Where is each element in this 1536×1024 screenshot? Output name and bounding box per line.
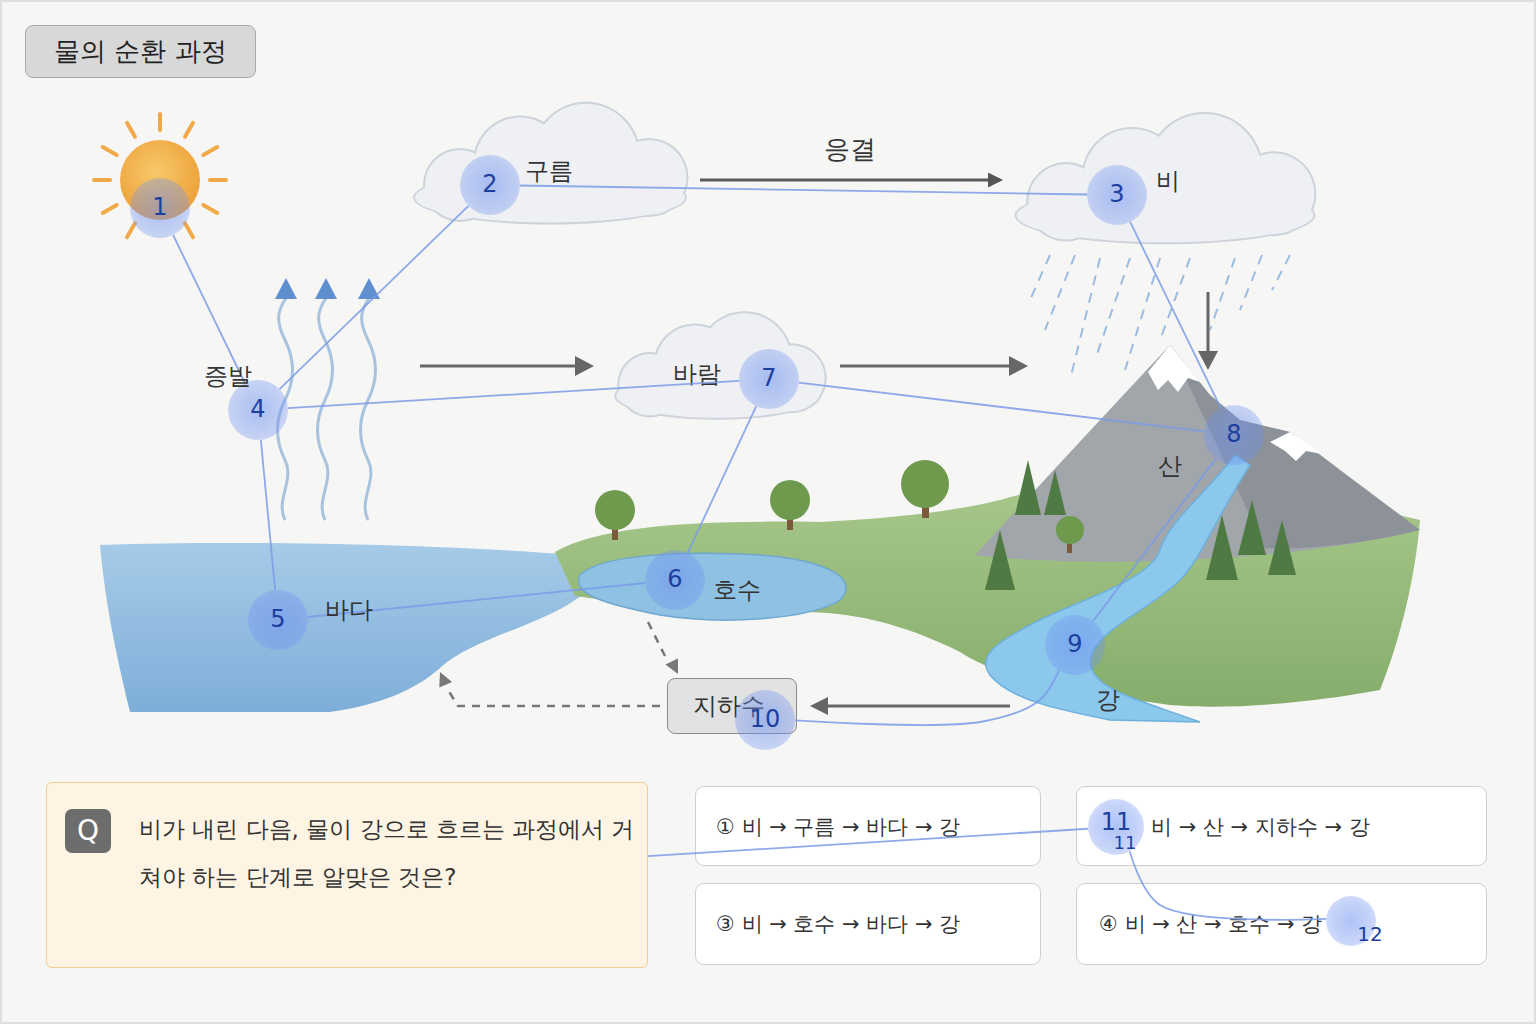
node-text: ④ 비 → 산 → 호수 → 강	[1099, 912, 1322, 936]
callout-number: 12	[1357, 923, 1382, 946]
evaporation-waves	[278, 298, 376, 520]
trace-line	[795, 670, 1059, 725]
callout-circle: 9	[1045, 615, 1105, 675]
callout-number: 1	[152, 194, 167, 222]
place-label: 바다	[325, 594, 373, 626]
node-text: 구름	[525, 158, 573, 186]
callout-circle: 8	[1204, 405, 1264, 465]
cloud-fill	[1015, 112, 1317, 244]
node-text: ③ 비 → 호수 → 바다 → 강	[716, 912, 960, 936]
place-label: 강	[1096, 684, 1120, 716]
rain-cloud: 비3	[1000, 110, 1330, 245]
trace-line	[173, 235, 245, 383]
callout-circle: 2	[460, 155, 520, 215]
cloud-bump	[1083, 129, 1180, 226]
cloud-bump	[619, 354, 681, 416]
sun-rays	[94, 114, 226, 237]
callout-circle: 5	[248, 590, 308, 650]
trace-line	[799, 383, 1204, 432]
trace-line	[688, 406, 757, 553]
answer-option: 비 → 산 → 지하수 → 강 11	[1076, 786, 1487, 866]
trace-line	[1130, 222, 1221, 408]
trace-line	[280, 206, 469, 389]
cloud-fill	[413, 102, 689, 225]
lake	[578, 553, 846, 620]
cloud-bump	[612, 140, 687, 215]
question-badge: Q	[65, 809, 111, 853]
river	[986, 455, 1250, 722]
callout-number: 9	[1067, 631, 1082, 659]
node-text: 비 → 산 → 지하수 → 강	[1151, 815, 1370, 839]
callout-circle: 6	[645, 550, 705, 610]
edge-label: 응결	[824, 132, 876, 167]
answer-option: ④ 비 → 산 → 호수 → 강12	[1076, 883, 1487, 965]
cloud: 구름 2	[400, 100, 700, 225]
cloud-fill	[415, 104, 687, 223]
callout-number: 3	[1109, 181, 1124, 209]
trace-line	[261, 440, 275, 590]
callout-circle: 7	[739, 349, 799, 409]
callout-circle: 10	[735, 690, 795, 750]
place-label: 증발	[204, 360, 252, 392]
snow-cap	[1148, 345, 1200, 392]
callout-circle: 3	[1087, 165, 1147, 225]
place-label: 호수	[713, 574, 761, 606]
cloud: 바람 7	[605, 310, 830, 420]
callout-number: 7	[761, 365, 776, 393]
answer-option: ① 비 → 구름 → 바다 → 강	[695, 786, 1041, 866]
callout-number: 11	[1114, 832, 1137, 853]
cloud-fill	[614, 311, 827, 420]
question-box: 비가 내린 다음, 물이 강으로 흐르는 과정에서 거쳐야 하는 단계로 알맞은…	[46, 782, 648, 968]
node-text: 비	[1156, 168, 1180, 196]
evaporation-arrowheads	[275, 278, 380, 299]
callout-number: 6	[667, 566, 682, 594]
cloud-bump	[1233, 153, 1314, 234]
callout-circle: 12	[1326, 896, 1376, 946]
snow-cap	[1270, 432, 1322, 461]
node-text: 바람	[673, 361, 721, 389]
place-label: 산	[1158, 450, 1182, 482]
sea	[100, 543, 598, 712]
node-text: ① 비 → 구름 → 바다 → 강	[716, 815, 960, 839]
cloud-fill	[1017, 114, 1315, 242]
callout-number: 4	[250, 396, 265, 424]
callout-number: 2	[482, 171, 497, 199]
process-arrow	[700, 179, 1000, 182]
answer-option: ③ 비 → 호수 → 바다 → 강	[695, 883, 1041, 965]
node-text: 비가 내린 다음, 물이 강으로 흐르는 과정에서 거쳐야 하는 단계로 알맞은…	[139, 805, 639, 901]
callout-number: 10	[750, 706, 781, 734]
trace-line	[1093, 459, 1216, 621]
cloud-fill	[616, 313, 825, 418]
diagram-title: 물의 순환 과정	[25, 25, 256, 78]
node-text: Q	[77, 815, 99, 847]
callout-number: 5	[270, 606, 285, 634]
callout-circle: 1	[130, 178, 190, 238]
callout-number: 8	[1226, 421, 1241, 449]
